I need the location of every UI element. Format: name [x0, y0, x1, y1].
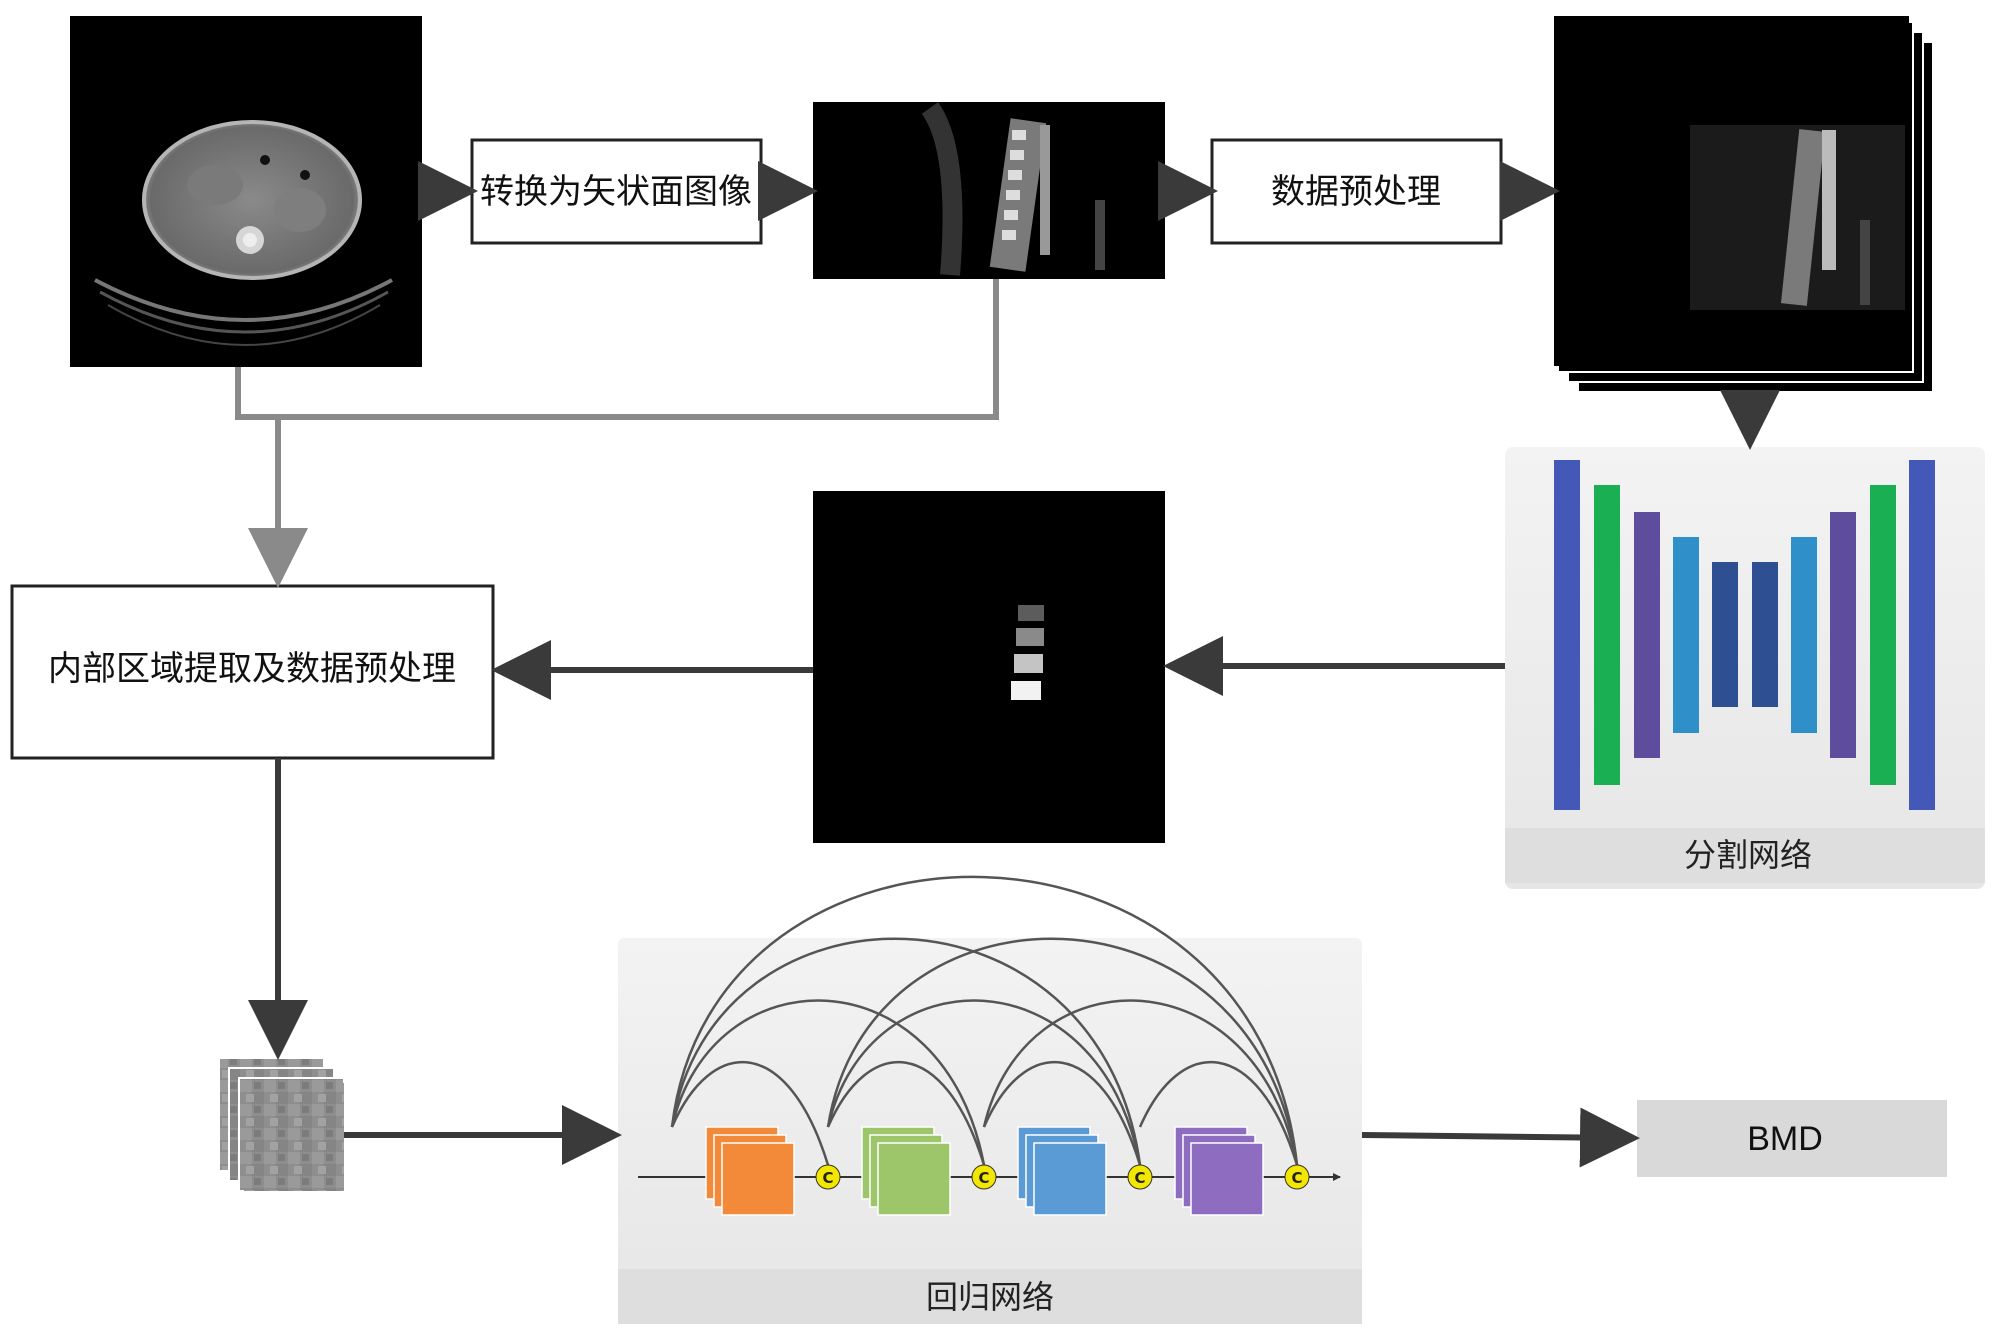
unet-bar: [1870, 485, 1896, 785]
skip-connection-arc: [982, 1060, 1142, 1166]
flow-arrows: [235, 161, 1780, 1168]
unet-bar: [1830, 512, 1856, 758]
skip-connection-arc: [826, 999, 1142, 1166]
concat-node: [1284, 1164, 1310, 1190]
bmd-output-box: BMD: [1637, 1100, 1947, 1177]
concat-node-symbol: C: [1134, 1169, 1145, 1187]
dense-skip-connections: [670, 875, 1299, 1166]
convert-sagittal-box: 转换为矢状面图像: [470, 138, 763, 245]
skip-connection-arc: [670, 1060, 830, 1166]
unet-bar: [1752, 562, 1778, 707]
convert-sagittal-label: 转换为矢状面图像: [480, 172, 752, 212]
segmentation-network-panel: 分割网络: [1505, 447, 1985, 889]
dense-block: [1174, 1126, 1264, 1216]
concat-node: [815, 1164, 841, 1190]
dense-block: [861, 1126, 951, 1216]
roi-extract-label: 内部区域提取及数据预处理: [48, 649, 456, 689]
unet-bars: [1554, 460, 1935, 810]
skip-connection-arc: [826, 937, 1299, 1166]
unet-bar: [1554, 460, 1580, 810]
skip-connection-arc: [670, 999, 986, 1166]
concat-node: [971, 1164, 997, 1190]
bmd-output-label: BMD: [1747, 1120, 1823, 1158]
arrow-regression-to-bmd: [1361, 1107, 1640, 1168]
preprocessed-image-stack: [1554, 16, 1934, 393]
regression-network-label: 回归网络: [926, 1278, 1054, 1316]
unet-bar: [1634, 512, 1660, 758]
regression-network-panel: C C C C 回归网络: [618, 875, 1362, 1324]
unet-bar: [1712, 562, 1738, 707]
segmentation-mask-image: [813, 491, 1165, 843]
unet-bar: [1594, 485, 1620, 785]
concat-node: [1127, 1164, 1153, 1190]
roi-extract-box: 内部区域提取及数据预处理: [10, 584, 495, 760]
preprocess-box: 数据预处理: [1210, 138, 1503, 245]
unet-bar: [1673, 537, 1699, 733]
preprocess-label: 数据预处理: [1271, 172, 1441, 212]
concat-node-symbol: C: [978, 1169, 989, 1187]
unet-bar: [1909, 460, 1935, 810]
skip-connection-arc: [982, 999, 1299, 1166]
dense-block: [1017, 1126, 1107, 1216]
segmentation-network-label: 分割网络: [1684, 836, 1812, 874]
sagittal-ct-image: [813, 102, 1165, 279]
concat-node-symbol: C: [822, 1169, 833, 1187]
connector-original-images: [235, 279, 999, 420]
roi-patch-stack: [218, 1057, 345, 1192]
skip-connection-arc: [670, 875, 1299, 1166]
dense-block: [705, 1126, 795, 1216]
skip-connection-arc: [1138, 1060, 1299, 1166]
unet-bar: [1791, 537, 1817, 733]
concat-node-symbol: C: [1291, 1169, 1302, 1187]
skip-connection-arc: [670, 937, 1142, 1166]
axial-ct-image: [70, 16, 422, 367]
skip-connection-arc: [826, 1060, 986, 1166]
